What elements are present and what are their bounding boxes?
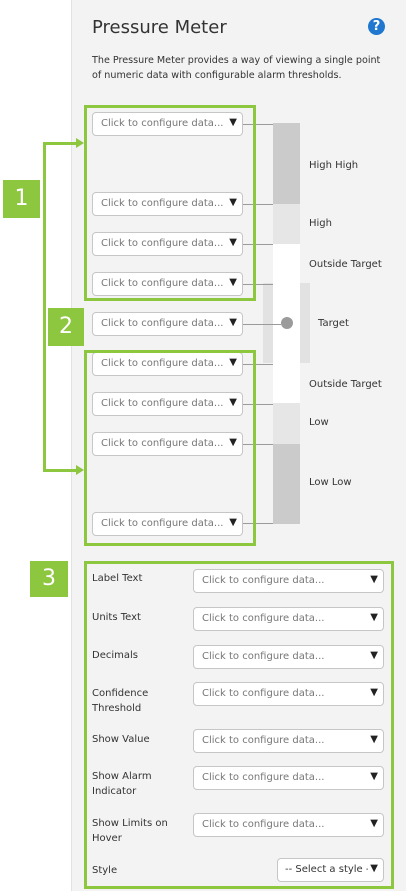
field-text: Click to configure data... <box>101 118 224 129</box>
annotation-bracket <box>43 469 77 472</box>
field-text: Click to configure data... <box>101 438 224 449</box>
low-limit-field[interactable]: Click to configure data... ▼ <box>92 432 243 456</box>
field-text: Click to configure data... <box>202 575 325 586</box>
zone-label-outside-target-upper: Outside Target <box>309 259 382 270</box>
annotation-bracket <box>43 142 77 145</box>
arrow-right-icon <box>76 138 84 148</box>
decimals-field[interactable]: Click to configure data... ▼ <box>193 645 384 669</box>
value-pointer <box>281 317 293 329</box>
description: The Pressure Meter provides a way of vie… <box>92 55 381 81</box>
label-text-field[interactable]: Click to configure data... ▼ <box>193 569 384 593</box>
connector <box>243 444 273 445</box>
dropdown-arrow-icon: ▼ <box>370 574 378 585</box>
field-text: Click to configure data... <box>202 735 325 746</box>
dropdown-arrow-icon: ▼ <box>229 317 237 328</box>
dropdown-arrow-icon: ▼ <box>229 397 237 408</box>
dropdown-arrow-icon: ▼ <box>229 517 237 528</box>
connector <box>243 124 273 125</box>
dropdown-arrow-icon: ▼ <box>370 687 378 698</box>
field-text: Click to configure data... <box>202 613 325 624</box>
annotation-bracket <box>43 142 46 472</box>
property-label: Show Limits on Hover <box>92 818 168 844</box>
zone-label-outside-target-lower: Outside Target <box>309 379 382 390</box>
field-text: Click to configure data... <box>101 358 224 369</box>
dropdown-arrow-icon: ▼ <box>370 612 378 623</box>
field-text: Click to configure data... <box>101 318 224 329</box>
style-select[interactable]: -- Select a style --▼ <box>277 858 384 882</box>
scale-high-high <box>273 123 300 204</box>
annotation-badge-3: 3 <box>30 561 68 597</box>
connector <box>243 204 273 205</box>
annotation-badge-1: 1 <box>3 180 40 218</box>
high-limit-field[interactable]: Click to configure data... ▼ <box>92 192 243 216</box>
property-label: Show Alarm Indicator <box>92 771 152 797</box>
zone-label-high: High <box>309 218 332 229</box>
lower-outside-target-field[interactable]: Click to configure data... ▼ <box>92 392 243 416</box>
lower-target-field[interactable]: Click to configure data... ▼ <box>92 352 243 376</box>
property-label: Units Text <box>92 612 141 623</box>
field-text: Click to configure data... <box>202 688 325 699</box>
zone-label-low: Low <box>309 417 329 428</box>
dropdown-arrow-icon: ▼ <box>229 197 237 208</box>
page-title: Pressure Meter <box>92 17 227 38</box>
property-label: Decimals <box>92 650 138 661</box>
high-high-limit-field[interactable]: Click to configure data... ▼ <box>92 112 243 136</box>
dropdown-arrow-icon: ▼ <box>229 237 237 248</box>
field-text: Click to configure data... <box>202 772 325 783</box>
show-alarm-indicator-field[interactable]: Click to configure data... ▼ <box>193 766 384 790</box>
confidence-threshold-field[interactable]: Click to configure data... ▼ <box>193 682 384 706</box>
connector <box>243 284 273 285</box>
show-value-field[interactable]: Click to configure data... ▼ <box>193 729 384 753</box>
question-circle-icon[interactable]: ? <box>368 18 385 35</box>
annotation-box-1 <box>84 105 256 301</box>
field-text: Click to configure data... <box>202 651 325 662</box>
dropdown-arrow-icon: ▼ <box>368 863 378 874</box>
dropdown-arrow-icon: ▼ <box>370 650 378 661</box>
field-text: Click to configure data... <box>101 518 224 529</box>
zone-label-low-low: Low Low <box>309 477 352 488</box>
scale-low-low <box>273 444 300 524</box>
property-label: Label Text <box>92 573 143 584</box>
arrow-right-icon <box>76 465 84 475</box>
field-text: Click to configure data... <box>101 278 224 289</box>
value-field[interactable]: Click to configure data... ▼ <box>92 312 243 336</box>
zone-label-target: Target <box>318 318 349 329</box>
dropdown-arrow-icon: ▼ <box>229 277 237 288</box>
connector <box>243 244 273 245</box>
upper-target-field[interactable]: Click to configure data... ▼ <box>92 272 243 296</box>
show-limits-on-hover-field[interactable]: Click to configure data... ▼ <box>193 813 384 837</box>
field-text: Click to configure data... <box>101 238 224 249</box>
connector <box>243 404 273 405</box>
annotation-badge-2: 2 <box>48 308 84 346</box>
scale-high <box>273 204 300 244</box>
connector <box>243 364 273 365</box>
annotation-box-2 <box>84 350 256 546</box>
scale-low <box>273 403 300 444</box>
low-low-limit-field[interactable]: Click to configure data... ▼ <box>92 512 243 536</box>
upper-outside-target-field[interactable]: Click to configure data... ▼ <box>92 232 243 256</box>
dropdown-arrow-icon: ▼ <box>370 771 378 782</box>
units-text-field[interactable]: Click to configure data... ▼ <box>193 607 384 631</box>
zone-label-high-high: High High <box>309 160 359 171</box>
dropdown-arrow-icon: ▼ <box>229 357 237 368</box>
property-label: Style <box>92 865 118 876</box>
field-text: -- Select a style -- <box>285 864 374 875</box>
dropdown-arrow-icon: ▼ <box>229 437 237 448</box>
field-text: Click to configure data... <box>101 198 224 209</box>
field-text: Click to configure data... <box>202 819 325 830</box>
connector <box>243 324 281 325</box>
property-label: Show Value <box>92 734 150 745</box>
annotation-box-3 <box>84 561 394 889</box>
dropdown-arrow-icon: ▼ <box>370 818 378 829</box>
field-text: Click to configure data... <box>101 398 224 409</box>
dropdown-arrow-icon: ▼ <box>370 734 378 745</box>
property-label: Confidence Threshold <box>92 688 149 714</box>
connector <box>243 523 273 524</box>
dropdown-arrow-icon: ▼ <box>229 117 237 128</box>
